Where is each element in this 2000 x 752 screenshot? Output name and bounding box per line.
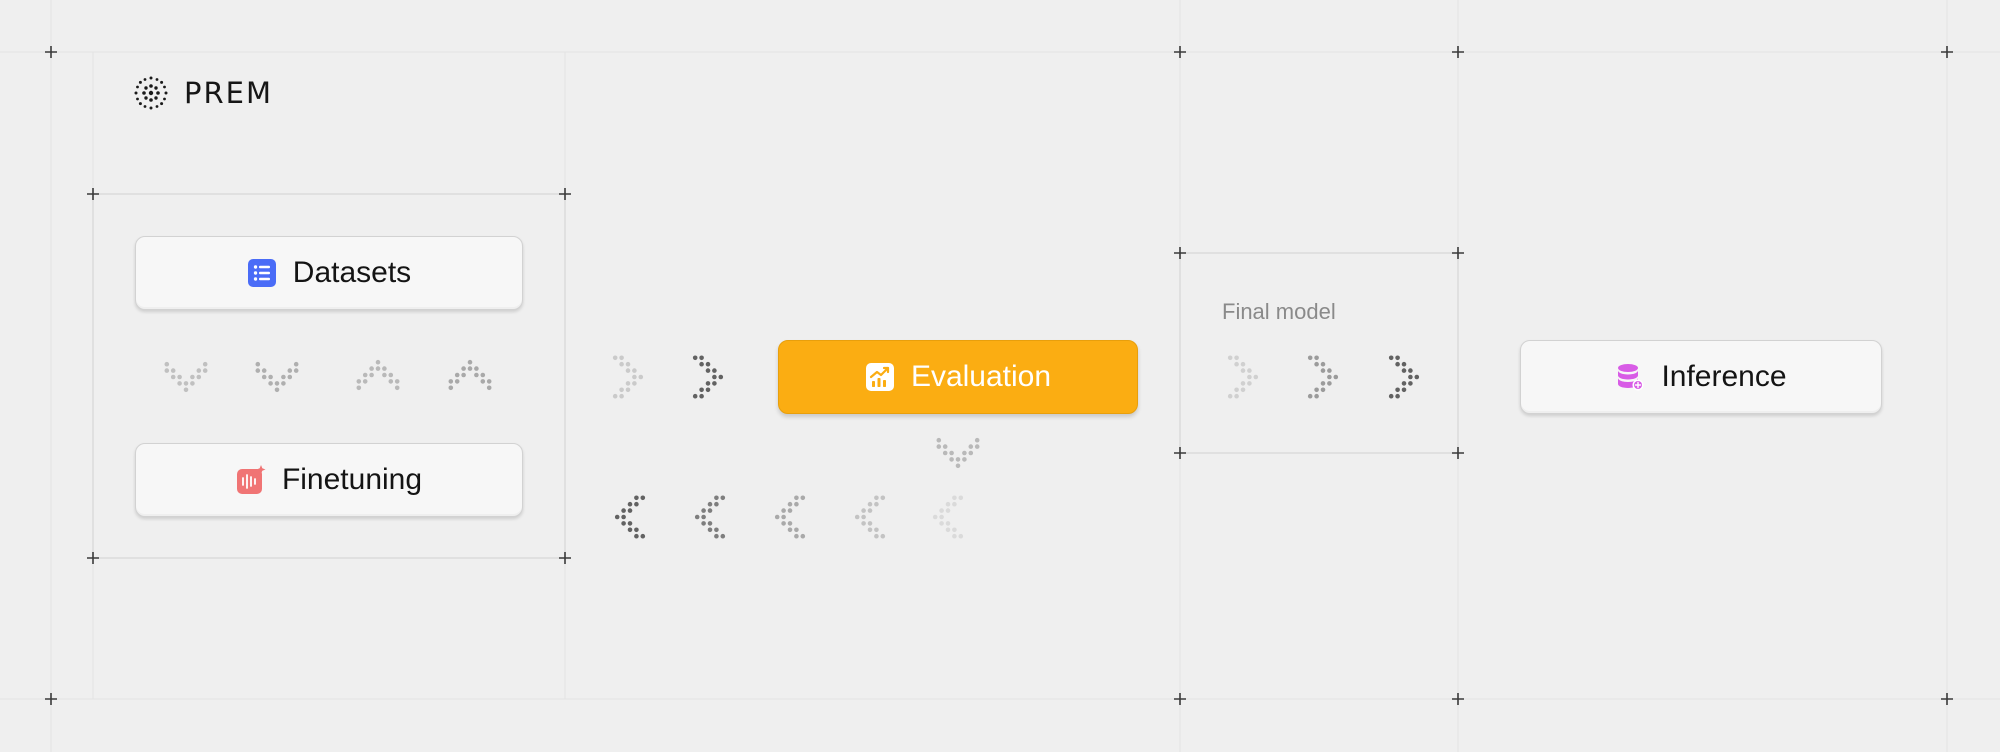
evaluation-node[interactable]: Evaluation [778, 340, 1138, 414]
datasets-node[interactable]: Datasets [135, 236, 523, 310]
audio-sparkle-icon [236, 465, 266, 494]
inference-node[interactable]: Inference [1520, 340, 1882, 414]
brand-name: PREM [184, 76, 273, 110]
database-icon [1618, 364, 1644, 391]
finetuning-node[interactable]: Finetuning [135, 443, 523, 517]
evaluation-label: Evaluation [910, 360, 1052, 393]
final-model-label: Final model [1222, 299, 1336, 324]
prem-dot-flower-icon [134, 76, 168, 110]
datasets-label: Datasets [292, 256, 412, 289]
inference-label: Inference [1661, 360, 1787, 393]
chart-up-icon [865, 363, 894, 391]
list-icon [247, 259, 276, 287]
finetuning-label: Finetuning [281, 463, 423, 496]
brand-logo[interactable]: PREM [132, 72, 273, 114]
